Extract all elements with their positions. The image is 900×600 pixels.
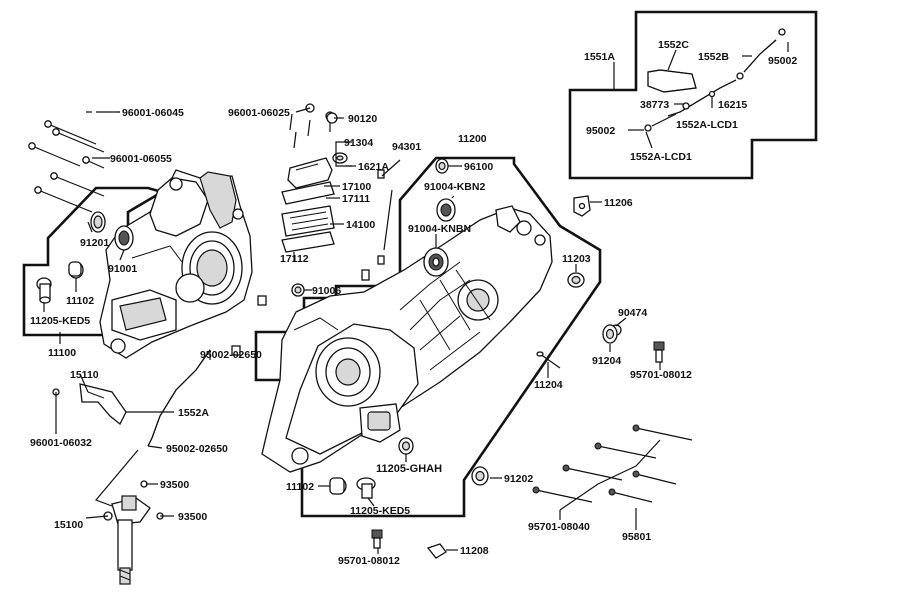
seal-91201 <box>90 211 106 233</box>
bushing-11203 <box>567 272 585 288</box>
label-11208: 11208 <box>460 545 489 557</box>
label-16215: 16215 <box>718 99 747 111</box>
label-91202: 91202 <box>504 473 533 485</box>
label-15100: 15100 <box>54 519 83 531</box>
bolt-95701-08012-right <box>653 341 665 363</box>
label-91006: 91006 <box>312 285 341 297</box>
label-1552b: 1552B <box>698 51 729 63</box>
label-15110: 15110 <box>70 369 99 381</box>
intake-17100 <box>287 157 333 189</box>
right-crankcase-part <box>261 205 553 473</box>
clamp-91304 <box>332 152 348 164</box>
pin-94301 <box>361 159 401 281</box>
bushing-11102-left <box>68 261 84 279</box>
label-1621a: 1621A <box>358 161 389 173</box>
bearing-91004-knbn <box>423 247 449 277</box>
leader-lines <box>43 42 789 554</box>
bolt-set-96001-06045 <box>28 111 105 167</box>
dowel-pin-upper <box>257 295 267 306</box>
label-95002-mid: 95002 <box>586 125 615 137</box>
label-90474: 90474 <box>618 307 647 319</box>
label-96001-06055: 96001-06055 <box>110 153 172 165</box>
hose-1552a <box>147 349 211 447</box>
bracket-15110 <box>52 383 127 426</box>
label-91001: 91001 <box>108 263 137 275</box>
seal-96100 <box>435 158 449 174</box>
label-93500-top: 93500 <box>160 479 189 491</box>
label-11205-ked5-bot: 11205-KED5 <box>350 505 410 517</box>
label-1551a: 1551A <box>584 51 615 63</box>
breather-hose-parts <box>644 28 786 132</box>
dowel-11205-ked5-left <box>36 277 52 304</box>
label-91304: 91304 <box>344 137 373 149</box>
dowel-pin-lower <box>231 345 241 356</box>
label-11102-bot: 11102 <box>286 481 314 493</box>
dowel-11205-ked5-bot <box>356 477 376 499</box>
group-border-left-crankcase <box>22 186 166 337</box>
label-95701-08040: 95701-08040 <box>528 521 590 533</box>
label-94301: 94301 <box>392 141 421 153</box>
label-11203: 11203 <box>562 253 591 265</box>
label-91004-kbn2: 91004-KBN2 <box>424 181 485 193</box>
label-95701-08012-right: 95701-08012 <box>630 369 692 381</box>
label-11205-ghah: 11205-GHAH <box>376 463 442 475</box>
dowel-11205-ghah <box>398 437 414 455</box>
clip-11208 <box>426 543 447 559</box>
label-96001-06025: 96001-06025 <box>228 107 290 119</box>
pin-11204 <box>536 351 561 369</box>
reed-valve-14100 <box>281 205 335 237</box>
label-95701-08012-bot: 95701-08012 <box>338 555 400 567</box>
label-17112: 17112 <box>280 253 309 265</box>
label-90120: 90120 <box>348 113 377 125</box>
label-14100: 14100 <box>346 219 375 231</box>
label-1552a: 1552A <box>178 407 209 419</box>
leader-hose-to-pump <box>94 449 139 507</box>
label-17100: 17100 <box>342 181 371 193</box>
label-91004-knbn: 91004-KNBN <box>408 223 471 235</box>
seal-91006 <box>291 283 305 297</box>
label-91204: 91204 <box>592 355 621 367</box>
label-17111: 17111 <box>342 193 370 205</box>
left-crankcase-part <box>99 169 253 359</box>
bracket-11206 <box>573 195 591 217</box>
label-1552a-lcd1-b: 1552A-LCD1 <box>630 151 692 163</box>
label-11102-left: 11102 <box>66 295 94 307</box>
label-1552c: 1552C <box>658 39 689 51</box>
bolt-set-95701-08040 <box>532 424 693 511</box>
label-11204: 11204 <box>534 379 563 391</box>
label-96001-06045: 96001-06045 <box>122 107 184 119</box>
label-91201: 91201 <box>80 237 109 249</box>
label-38773: 38773 <box>640 99 669 111</box>
gasket-17111 <box>281 181 335 205</box>
label-11200: 11200 <box>458 133 487 145</box>
label-11100: 11100 <box>48 347 76 359</box>
label-96001-06032: 96001-06032 <box>30 437 92 449</box>
label-1552a-lcd1-a: 1552A-LCD1 <box>676 119 738 131</box>
label-95801: 95801 <box>622 531 651 543</box>
oil-pump-15100 <box>103 480 164 585</box>
seal-91202 <box>471 466 489 486</box>
bushing-11102-bot <box>329 477 347 495</box>
seal-91204 <box>602 324 618 344</box>
part-labels: 96001-06045 96001-06055 91201 91001 1110… <box>30 39 797 567</box>
bearing-91001 <box>114 225 134 251</box>
label-95002-02650-bot: 95002-02650 <box>166 443 228 455</box>
label-11205-ked5-left: 11205-KED5 <box>30 315 90 327</box>
label-11206: 11206 <box>604 197 633 209</box>
bearing-91004-kbn2 <box>436 198 456 222</box>
label-93500-bot: 93500 <box>178 511 207 523</box>
bolts-96001-06025 <box>289 103 335 149</box>
label-95002-02650-top: 95002-02650 <box>200 349 262 361</box>
gasket-17112 <box>281 231 335 253</box>
group-border-breather-hose <box>568 10 818 180</box>
bolt-95701-08012-bot <box>371 529 383 549</box>
bolt-set-96001-06055 <box>34 156 105 213</box>
label-96100: 96100 <box>464 161 493 173</box>
label-95002-top: 95002 <box>768 55 797 67</box>
